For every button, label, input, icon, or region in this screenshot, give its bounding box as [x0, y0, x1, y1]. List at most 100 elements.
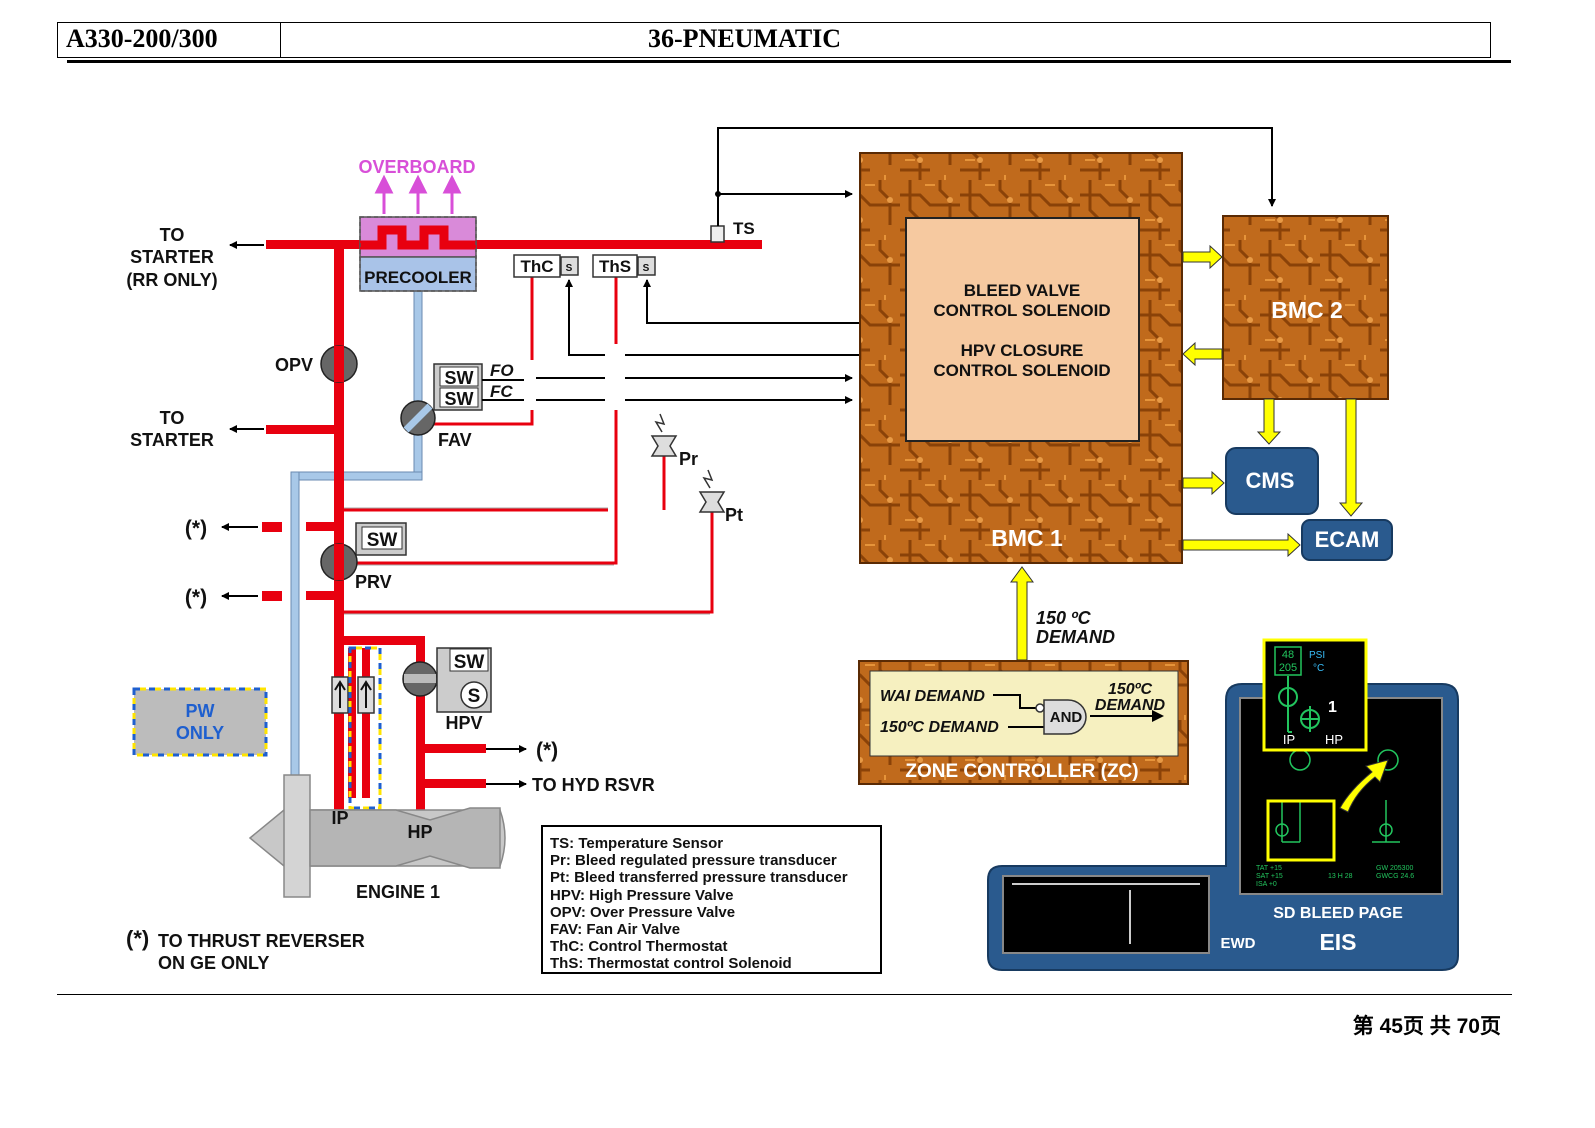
cms-box: CMS — [1225, 447, 1319, 515]
engine-label: ENGINE 1 — [356, 882, 440, 902]
engine-1: IP HP ENGINE 1 — [248, 774, 506, 902]
hpv-valve: SW S HPV — [402, 647, 492, 733]
hpv-s-label: S — [468, 686, 481, 707]
prv-switch: SW — [355, 522, 407, 556]
inset-one: 1 — [1328, 699, 1337, 716]
pt-transducer: Pt — [698, 469, 743, 525]
to-starter-rr-line2: STARTER — [130, 247, 214, 267]
engine-hp-label: HP — [407, 822, 432, 842]
demand-line2: DEMAND — [1036, 627, 1115, 647]
bmc1-label: BMC 1 — [991, 525, 1063, 551]
sd-bleed-label: SD BLEED PAGE — [1273, 905, 1403, 922]
star-label-2: (*) — [185, 586, 207, 609]
precooler-label: PRECOOLER — [364, 268, 472, 287]
ewd-label: EWD — [1221, 935, 1256, 952]
hpv-sw-label: SW — [454, 652, 485, 673]
bmc-text-4: CONTROL SOLENOID — [933, 361, 1110, 380]
engine-ip-label: IP — [331, 808, 348, 828]
eis-inset: 48 205 PSI °C 1 IP HP — [1262, 638, 1368, 752]
bmc-text-3: HPV CLOSURE — [961, 341, 1084, 360]
prv-valve: PRV — [320, 543, 392, 592]
yellow-arrows — [1010, 244, 1364, 661]
zc-out-line1: 150ºC — [1108, 681, 1153, 698]
pr-transducer: Pr — [650, 413, 698, 469]
bmc1: BLEED VALVE CONTROL SOLENOID HPV CLOSURE… — [859, 152, 1183, 564]
zc-150c-label: 150ºC DEMAND — [880, 719, 999, 736]
outlet-arrows — [221, 241, 527, 788]
bleed-ducts — [262, 240, 762, 816]
opv-valve: OPV — [275, 345, 358, 383]
signal-lines-2 — [536, 377, 852, 401]
and-gate-label: AND — [1050, 709, 1083, 726]
to-starter-rr-line1: TO — [160, 225, 185, 245]
legend-item: HPV: High Pressure Valve — [550, 887, 733, 904]
pr-label: Pr — [679, 449, 698, 469]
fav-valve: FAV — [400, 400, 472, 450]
zone-controller: WAI DEMAND 150ºC DEMAND AND 150ºC DEMAND… — [858, 660, 1189, 785]
to-starter-rr-line3: (RR ONLY) — [126, 270, 217, 290]
svg-text:GWCG 24.6: GWCG 24.6 — [1376, 873, 1414, 880]
thrust-reverser-line1: TO THRUST REVERSER — [158, 931, 365, 951]
thrust-reverser-star: (*) — [126, 926, 149, 951]
legend-item: OPV: Over Pressure Valve — [550, 904, 735, 921]
legend-item: TS: Temperature Sensor — [550, 835, 723, 852]
signal-line-breaks — [528, 344, 625, 410]
ts-sensor: TS — [710, 219, 755, 243]
opv-label: OPV — [275, 355, 313, 375]
ths-s-label: S — [643, 263, 650, 274]
overboard-label: OVERBOARD — [358, 157, 475, 177]
demand-line1: 150 ºC — [1036, 608, 1092, 628]
inset-degc: °C — [1313, 663, 1324, 674]
eis-label: EIS — [1319, 929, 1356, 955]
bmc2: BMC 2 — [1222, 215, 1389, 400]
svg-text:ISA +0: ISA +0 — [1256, 881, 1277, 888]
header-model: A330-200/300 — [66, 24, 218, 53]
bmc-text-2: CONTROL SOLENOID — [933, 301, 1110, 320]
svg-text:TAT +15: TAT +15 — [1256, 865, 1282, 872]
prv-sw-label: SW — [367, 530, 398, 551]
inset-v1: 48 — [1282, 649, 1294, 661]
page-header: A330-200/300 36-PNEUMATIC — [57, 22, 1491, 58]
thrust-reverser-line2: ON GE ONLY — [158, 953, 269, 973]
legend-item: Pt: Bleed transferred pressure transduce… — [550, 869, 848, 886]
zoom-arrow — [1339, 759, 1389, 813]
star-label-1: (*) — [185, 517, 207, 540]
thc-s-label: S — [566, 263, 573, 274]
thc-box: ThC S — [513, 254, 579, 278]
header-rule — [67, 60, 1511, 63]
fav-label: FAV — [438, 430, 472, 450]
header-model-cell: A330-200/300 — [58, 23, 281, 57]
hpv-label: HPV — [445, 713, 482, 733]
inset-v2: 205 — [1279, 662, 1297, 674]
zone-controller-label: ZONE CONTROLLER (ZC) — [905, 761, 1138, 782]
inset-ip: IP — [1283, 732, 1295, 747]
legend-item: Pr: Bleed regulated pressure transducer — [550, 852, 837, 869]
fan-air-ducts — [290, 289, 423, 783]
bmc-text-1: BLEED VALVE — [964, 281, 1081, 300]
ecam-box: ECAM — [1301, 519, 1393, 561]
pt-label: Pt — [725, 505, 743, 525]
fav-switches: SW SW FO FC — [433, 361, 524, 411]
prv-label: PRV — [355, 572, 392, 592]
to-starter-line2: STARTER — [130, 430, 214, 450]
cms-label: CMS — [1246, 468, 1295, 493]
legend-item: ThS: Thermostat control Solenoid — [550, 955, 792, 972]
thc-label: ThC — [520, 257, 553, 276]
svg-text:SAT +15: SAT +15 — [1256, 873, 1283, 880]
pw-only-line1: PW — [186, 701, 215, 721]
legend-item: ThC: Control Thermostat — [550, 938, 728, 955]
ts-label: TS — [733, 219, 755, 238]
to-hyd-rsvr-label: TO HYD RSVR — [532, 775, 655, 795]
inset-psi: PSI — [1309, 650, 1325, 661]
pw-only-line2: ONLY — [176, 723, 224, 743]
svg-text:13 H 28: 13 H 28 — [1328, 873, 1353, 880]
zc-wai-label: WAI DEMAND — [880, 688, 985, 705]
junction-dot — [715, 191, 721, 197]
to-starter-line1: TO — [160, 408, 185, 428]
star-label-3: (*) — [536, 739, 558, 762]
sensing-lines — [344, 276, 714, 614]
duct-edges — [344, 507, 710, 615]
svg-text:GW 205300: GW 205300 — [1376, 865, 1413, 872]
fc-sw-label: SW — [445, 389, 474, 409]
